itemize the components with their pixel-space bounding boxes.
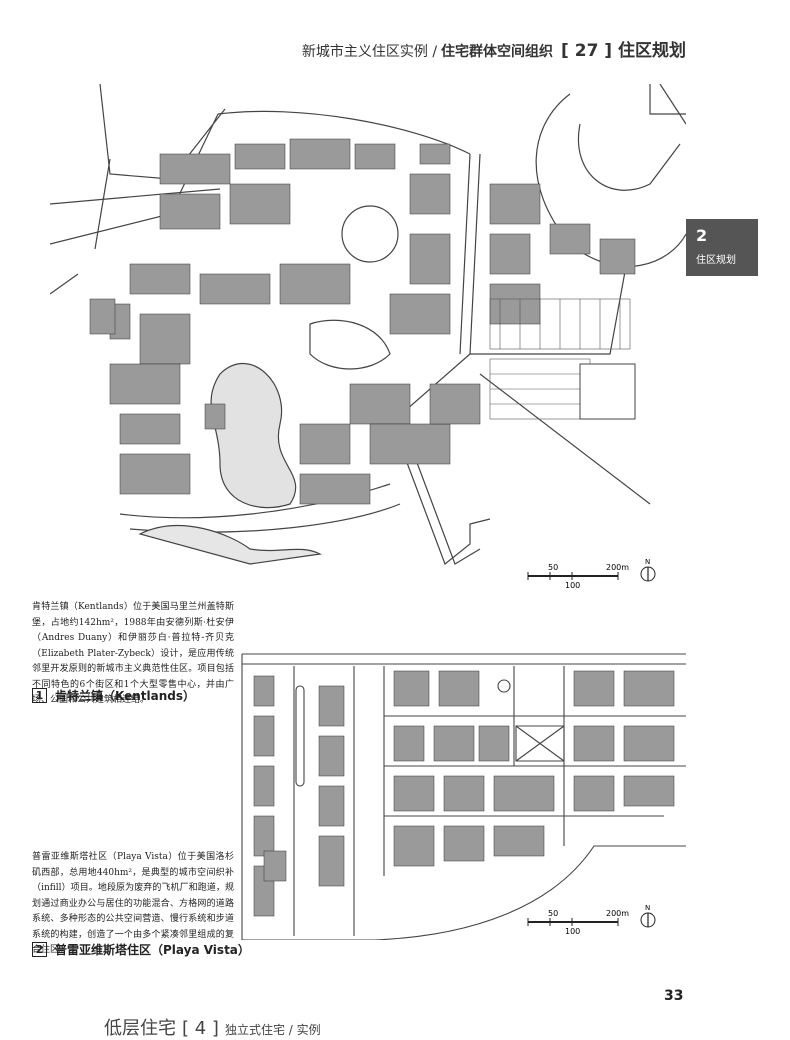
north-label: N: [645, 904, 650, 912]
page-number: 33: [664, 988, 684, 1004]
kentlands-plan-drawing: 50 200m 100 N: [49, 83, 687, 590]
road: [217, 110, 471, 155]
park: [309, 319, 391, 370]
road: [242, 845, 686, 941]
figure-1-title: 1 肯特兰镇（Kentlands）: [32, 687, 195, 704]
running-header: 新城市主义住区实例 / 住宅群体空间组织 [ 27 ] 住区规划: [302, 36, 686, 61]
road: [49, 273, 79, 295]
running-footer: 低层住宅 [ 4 ] 独立式住宅 / 实例: [104, 1014, 321, 1040]
road: [659, 83, 687, 125]
road: [649, 84, 686, 115]
road: [577, 123, 681, 191]
scale-label-50: 50: [548, 909, 558, 918]
side-tab-number: 2: [696, 226, 708, 245]
road: [479, 373, 651, 505]
road: [399, 443, 491, 565]
figure-1-number: 1: [32, 688, 47, 703]
retail-building: [579, 363, 636, 420]
header-chapter: [ 27 ] 住区规划: [561, 41, 686, 61]
lake: [210, 362, 297, 509]
footer-subtitle: 独立式住宅 / 实例: [224, 1023, 321, 1037]
road: [469, 153, 481, 355]
side-tab-label: 住区规划: [696, 255, 736, 266]
figure-2-title-text: 普雷亚维斯塔住区（Playa Vista）: [55, 943, 250, 957]
wetland: [138, 525, 322, 565]
figure-1-title-text: 肯特兰镇（Kentlands）: [55, 689, 195, 703]
linear-park: [295, 685, 305, 787]
footer-title: 低层住宅: [104, 1018, 176, 1039]
road: [49, 188, 221, 205]
roundabout: [497, 679, 511, 693]
central-green: [341, 205, 399, 263]
north-label: N: [645, 558, 650, 566]
scale-label-100: 100: [565, 927, 580, 936]
road: [99, 83, 226, 180]
road: [94, 158, 111, 250]
playa-vista-site-plan: 50 200m 100 N: [234, 646, 686, 941]
scale-label-50: 50: [548, 563, 558, 572]
header-series: 新城市主义住区实例 /: [301, 44, 438, 60]
scale-label-200: 200m: [606, 909, 629, 918]
chapter-side-tab: 2 住区规划: [686, 219, 758, 276]
scale-label-100: 100: [565, 581, 580, 590]
playa-vista-plan-drawing: 50 200m 100 N: [241, 653, 686, 941]
figure-2-number: 2: [32, 942, 47, 957]
scale-label-200: 200m: [606, 563, 629, 572]
figure-1-caption: 肯特兰镇（Kentlands）位于美国马里兰州盖特斯堡，占地约142hm²，19…: [32, 602, 234, 705]
road: [409, 443, 481, 565]
scale-bar-2: 50 200m 100 N: [527, 904, 656, 936]
footer-chapter: [ 4 ]: [182, 1018, 219, 1039]
plaza: [515, 725, 565, 762]
header-section: 住宅群体空间组织: [441, 44, 554, 60]
scale-bar-1: 50 200m 100 N: [527, 558, 656, 590]
road: [459, 153, 471, 355]
road: [470, 243, 631, 355]
figure-2-caption: 普雷亚维斯塔社区（Playa Vista）位于美国洛杉矶西部，总用地440hm²…: [32, 852, 234, 955]
figure-2-title: 2 普雷亚维斯塔住区（Playa Vista）: [32, 941, 250, 958]
kentlands-site-plan: 50 200m 100 N: [49, 83, 687, 592]
